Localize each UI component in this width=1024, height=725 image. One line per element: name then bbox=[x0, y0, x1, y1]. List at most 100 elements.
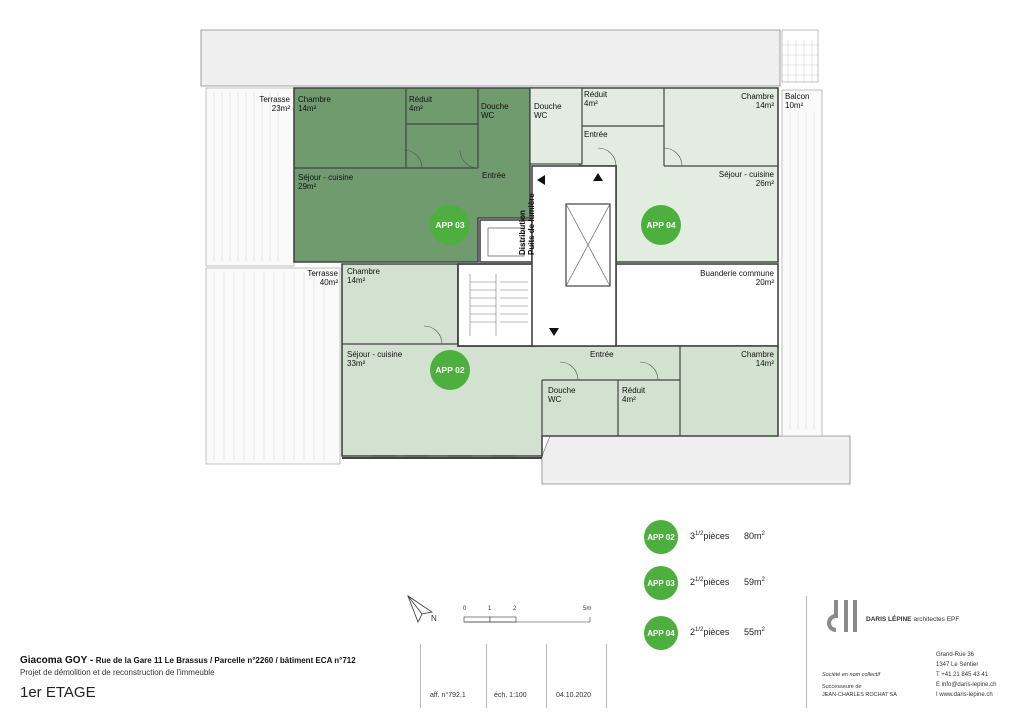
room-name: Terrasse bbox=[307, 269, 338, 278]
arrow-down-icon bbox=[549, 328, 559, 336]
room-douche-04: Douche WC bbox=[534, 102, 562, 120]
firm-web[interactable]: I www.daris-lepine.ch bbox=[936, 692, 993, 698]
firm-street: Grand-Rue 36 bbox=[936, 652, 975, 658]
legend-pieces: 21/2pièces bbox=[690, 577, 729, 587]
room-sub: WC bbox=[548, 395, 562, 404]
room-name: Réduit bbox=[409, 95, 433, 104]
room-area: 4m² bbox=[622, 395, 636, 404]
room-name: Douche bbox=[534, 102, 562, 111]
scale-ratio: éch. 1:100 bbox=[494, 692, 527, 699]
legend-row-app03: APP 03 21/2pièces 59m2 bbox=[644, 566, 794, 600]
room-name: Séjour - cuisine bbox=[347, 350, 403, 359]
room-name: Séjour - cuisine bbox=[718, 170, 774, 179]
room-chambre-02b: Chambre 14m² bbox=[724, 350, 774, 368]
pieces-frac: 1/2 bbox=[695, 577, 704, 583]
room-name: Chambre bbox=[347, 267, 380, 276]
room-entree-04: Entrée bbox=[584, 130, 608, 139]
client-name: Giacoma GOY - bbox=[20, 655, 94, 666]
firm-city: 1347 Le Sentier bbox=[936, 662, 979, 668]
room-entree-02: Entrée bbox=[590, 350, 614, 359]
neighbor-building-ne bbox=[781, 29, 819, 83]
legend-badge: APP 04 bbox=[644, 616, 678, 650]
pieces-word: pièces bbox=[703, 577, 730, 587]
app03-badge: APP 03 bbox=[430, 205, 470, 245]
room-reduit-02: Réduit 4m² bbox=[622, 386, 645, 404]
balcony-east bbox=[781, 89, 823, 437]
surface-exp: 2 bbox=[761, 577, 765, 583]
room-sub: Puits de lumière bbox=[527, 193, 536, 255]
surface-num: 55m bbox=[744, 627, 762, 637]
divider bbox=[420, 644, 421, 708]
project-description: Projet de démolition et de reconstructio… bbox=[20, 668, 215, 677]
firm-tel: T +41 21 845 43 41 bbox=[936, 672, 989, 678]
room-name: Chambre bbox=[741, 92, 774, 101]
room-sub: WC bbox=[481, 111, 495, 120]
room-name: Buanderie commune bbox=[700, 269, 774, 278]
room-chambre-04: Chambre 14m² bbox=[724, 92, 774, 110]
firm-subtitle: architectes EPF bbox=[913, 616, 960, 623]
room-name: Douche bbox=[481, 102, 509, 111]
room-name: Douche bbox=[548, 386, 576, 395]
room-chambre-03: Chambre 14m² bbox=[298, 95, 331, 113]
pieces-word: pièces bbox=[703, 531, 730, 541]
legend-badge: APP 03 bbox=[644, 566, 678, 600]
room-name: Balcon bbox=[785, 92, 810, 101]
scale-bar bbox=[463, 616, 591, 623]
legend-surface: 55m2 bbox=[744, 627, 765, 637]
room-reduit-03: Réduit 4m² bbox=[409, 95, 432, 113]
room-area: 14m² bbox=[755, 359, 774, 368]
arrow-up-icon bbox=[593, 173, 603, 181]
divider bbox=[606, 644, 607, 708]
surface-num: 80m bbox=[744, 531, 762, 541]
arrow-left-icon bbox=[537, 175, 545, 185]
north-arrow-icon bbox=[407, 594, 434, 623]
terrace-nw bbox=[205, 87, 295, 267]
scale-tick-2: 2 bbox=[513, 606, 517, 612]
surface-num: 59m bbox=[744, 577, 762, 587]
divider bbox=[546, 644, 547, 708]
terrace-sw bbox=[205, 267, 341, 465]
room-name: Chambre bbox=[741, 350, 774, 359]
scale-tick-5: 5m bbox=[583, 606, 592, 612]
firm-email[interactable]: E info@daris-lepine.ch bbox=[936, 682, 997, 688]
app04-badge: APP 04 bbox=[641, 205, 681, 245]
legend-row-app04: APP 04 21/2pièces 55m2 bbox=[644, 616, 794, 650]
room-douche-03: Douche WC bbox=[481, 102, 509, 120]
room-sejour-03: Séjour - cuisine 29m² bbox=[298, 173, 353, 191]
room-sejour-02: Séjour - cuisine 33m² bbox=[347, 350, 402, 368]
room-chambre-02: Chambre 14m² bbox=[347, 267, 380, 285]
drawing-date: 04.10.2020 bbox=[556, 692, 592, 699]
pieces-frac: 1/2 bbox=[695, 531, 704, 537]
surface-exp: 2 bbox=[761, 531, 765, 537]
room-douche-02: Douche WC bbox=[548, 386, 576, 404]
legend-badge: APP 02 bbox=[644, 520, 678, 554]
room-buanderie: Buanderie commune 20m² bbox=[660, 269, 774, 287]
room-name: Réduit bbox=[622, 386, 646, 395]
room-sub: WC bbox=[534, 111, 548, 120]
firm-successor-name: JEAN-CHARLES ROCHAT SA bbox=[822, 692, 897, 698]
stair-core bbox=[457, 263, 537, 347]
scale-tick-0: 0 bbox=[463, 606, 467, 612]
room-area: 10m² bbox=[785, 101, 804, 110]
pieces-int: 3 bbox=[690, 531, 696, 541]
surface-exp: 2 bbox=[761, 627, 765, 633]
room-area: 33m² bbox=[347, 359, 366, 368]
divider bbox=[806, 596, 807, 708]
firm-name-line: DARIS LÉPINE architectes EPF bbox=[866, 616, 959, 623]
room-area: 20m² bbox=[755, 278, 774, 287]
room-name: Chambre bbox=[298, 95, 331, 104]
room-area: 14m² bbox=[347, 276, 366, 285]
legend-pieces: 31/2pièces bbox=[690, 531, 729, 541]
legend-row-app02: APP 02 31/2pièces 80m2 bbox=[644, 520, 794, 554]
room-area: 14m² bbox=[755, 101, 774, 110]
room-name: Entrée bbox=[584, 130, 608, 139]
floor-title: 1er ETAGE bbox=[20, 684, 96, 701]
project-title-line: Giacoma GOY - Rue de la Gare 11 Le Brass… bbox=[20, 655, 356, 666]
room-area: 4m² bbox=[584, 99, 598, 108]
firm-successor: Successeure de bbox=[822, 684, 862, 690]
laundry-area bbox=[615, 263, 779, 347]
legend-surface: 59m2 bbox=[744, 577, 765, 587]
room-name: Séjour - cuisine bbox=[298, 173, 354, 182]
pieces-word: pièces bbox=[703, 627, 730, 637]
room-terrasse-sw: Terrasse 40m² bbox=[290, 269, 338, 287]
